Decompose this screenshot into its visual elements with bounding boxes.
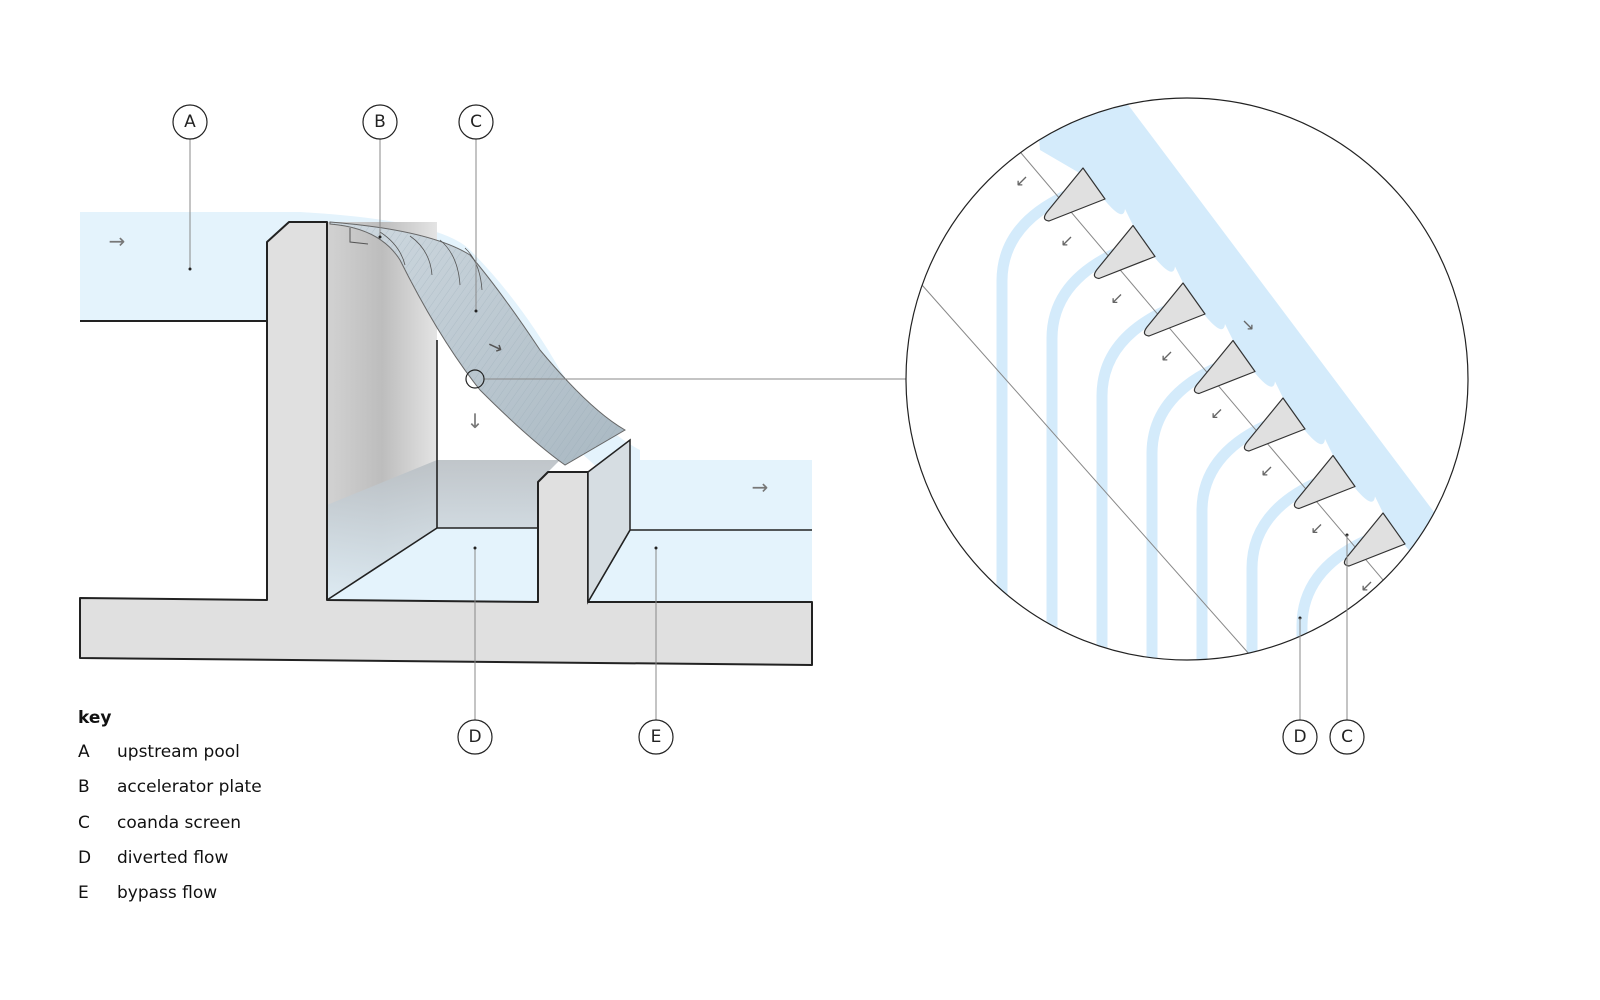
screen-flow-band [1035,98,1440,600]
diverted-channel [1196,421,1268,660]
callout-main: A [172,104,208,140]
flow-arrow-icon: ↙ [1060,231,1073,250]
screen-wire [1193,339,1256,395]
flow-arrow-icon: ↘ [1241,315,1254,334]
screen-wire [1143,282,1206,337]
flow-arrow-icon: → [752,475,769,499]
diverted-channel [1096,306,1168,660]
detail-marker [465,369,485,389]
callout-main: E [638,719,674,755]
key-label: bypass flow [117,883,218,904]
callout-circle [638,719,674,755]
accelerator-plate [349,228,369,245]
callout-letter: D [468,727,481,747]
callout-circle [172,104,208,140]
callout-main: B [362,104,398,140]
key-label: diverted flow [117,847,229,868]
callout-main: D [457,719,493,755]
screen-wire [1293,454,1356,510]
flow-arrow-icon: ↙ [1160,346,1173,365]
callout-letter: C [470,112,482,132]
callout-circle [1329,719,1365,755]
callout-circle [457,719,493,755]
flow-arrow-icon: ↙ [1210,404,1223,423]
key-letter: D [78,847,92,868]
leader-lines [189,139,906,720]
callout-letter: B [374,112,386,132]
flow-arrow-icon: ↙ [1015,171,1028,190]
key-letter: C [78,812,90,833]
callout-letter: D [1293,727,1306,747]
callout-letter: C [1341,727,1353,747]
screen-wire [1093,224,1156,280]
callout-letter: A [184,112,196,132]
bypass-wall-top [587,438,631,605]
callout-main: C [458,104,494,140]
diverted-channel [1246,478,1318,660]
detail-view: ↙ ↙ ↙ ↙ ↙ ↙ ↙ ↙ ↘ [905,97,1469,661]
callout-letter: E [651,727,662,747]
flow-arrow-icon: ↘ [484,334,505,359]
flow-arrow-icon: ↓ [467,409,484,433]
flow-arrow-icon: ↙ [1260,461,1273,480]
concrete-structure [79,221,813,666]
coanda-screen: ↘ [329,221,626,466]
key-label: accelerator plate [117,777,262,798]
diverted-channel [1296,536,1368,660]
flow-arrow-icon: ↙ [1310,519,1323,538]
key-letter: A [78,742,90,762]
flow-arrow-icon: → [109,229,126,253]
key-letter: E [78,883,89,904]
diverted-channel [1046,248,1118,660]
callout-circle [458,104,494,140]
key-letter: B [78,777,90,798]
callout-circle [362,104,398,140]
callout-detail: D [1282,719,1318,755]
screen-wire [1243,397,1306,452]
key-title: key [78,708,112,728]
upstream-pool: → [80,212,640,470]
flow-arrow-icon: ↙ [1360,576,1373,595]
key-label: coanda screen [117,812,242,833]
screen-wire [1043,167,1106,222]
flow-arrow-icon: ↙ [1110,289,1123,308]
callout-detail: C [1329,719,1365,755]
diverted-flow-chamber: ↓ [326,222,560,602]
diverted-channel [1146,363,1218,660]
key-label: upstream pool [117,742,240,762]
callout-circle [1282,719,1318,755]
diverted-channel [996,191,1068,660]
